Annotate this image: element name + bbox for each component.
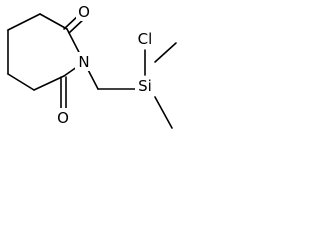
atom-oxygen-bottom: O — [55, 108, 71, 128]
chemical-structure: O N O Si Cl — [7, 3, 177, 129]
bond-si-methyl-lower — [154, 96, 173, 129]
atom-oxygen-top-label: O — [78, 3, 90, 21]
atom-nitrogen: N — [75, 52, 93, 71]
atom-silicon: Si — [135, 76, 156, 96]
atom-chlorine-label: Cl — [138, 30, 153, 48]
atom-oxygen-bottom-label: O — [57, 109, 69, 127]
bond-c6-c7 — [33, 75, 65, 91]
atom-chlorine: Cl — [133, 29, 156, 49]
atom-labels: O N O Si Cl — [55, 3, 156, 128]
bond-c5-c6 — [7, 73, 35, 91]
bond-c3-c4 — [7, 13, 41, 31]
atom-oxygen-top: O — [76, 3, 92, 21]
bond-c2-c3 — [39, 13, 68, 30]
atom-nitrogen-label: N — [78, 53, 89, 71]
bond-si-methyl-upper — [154, 42, 177, 63]
atom-silicon-label: Si — [138, 77, 152, 95]
